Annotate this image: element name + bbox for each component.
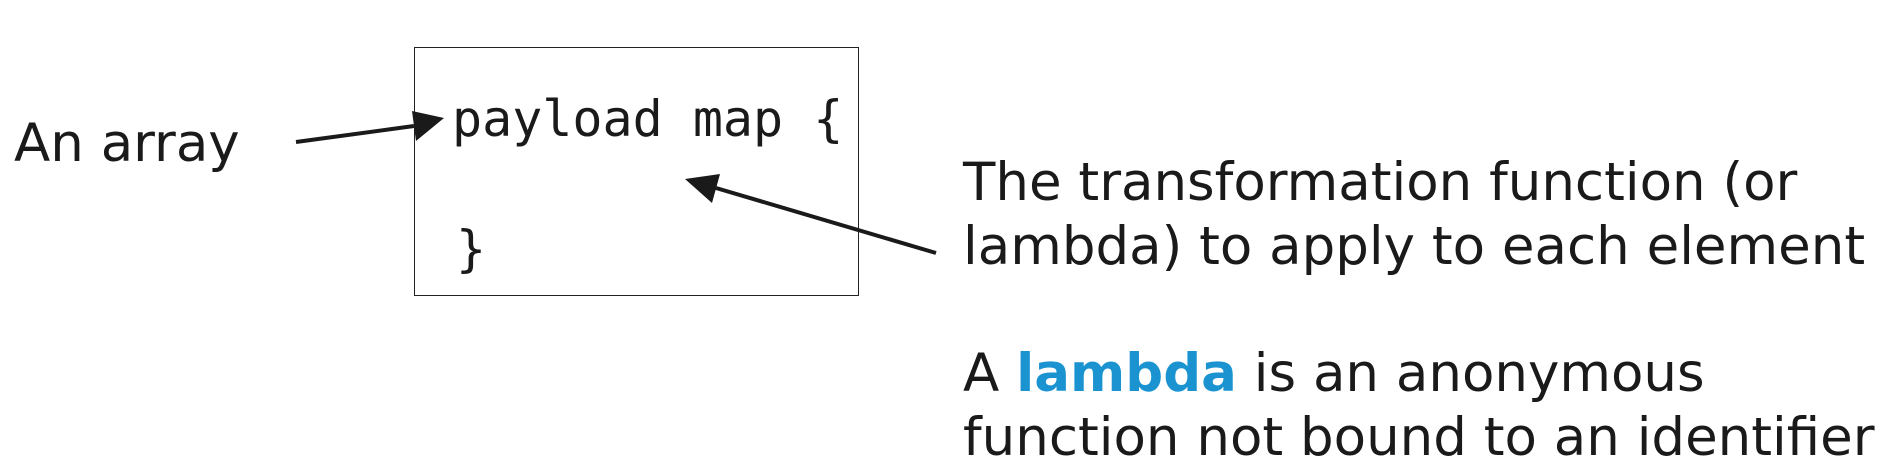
function-annotation-line-2: lambda) to apply to each element: [963, 216, 1866, 277]
code-line-close-brace: }: [456, 220, 487, 278]
function-annotation-line-1: The transformation function (or: [963, 152, 1798, 213]
lambda-definition-line-1: A lambda is an anonymous: [963, 347, 1705, 400]
lambda-definition-suffix: is an anonymous: [1236, 343, 1705, 404]
array-annotation: An array: [14, 113, 240, 174]
lambda-definition-prefix: A: [963, 343, 1017, 404]
code-box: [414, 47, 859, 296]
lambda-definition-line-2: function not bound to an identifier: [963, 407, 1875, 468]
code-line-map-open: payload map {: [452, 90, 844, 148]
lambda-term-highlight: lambda: [1016, 343, 1237, 404]
